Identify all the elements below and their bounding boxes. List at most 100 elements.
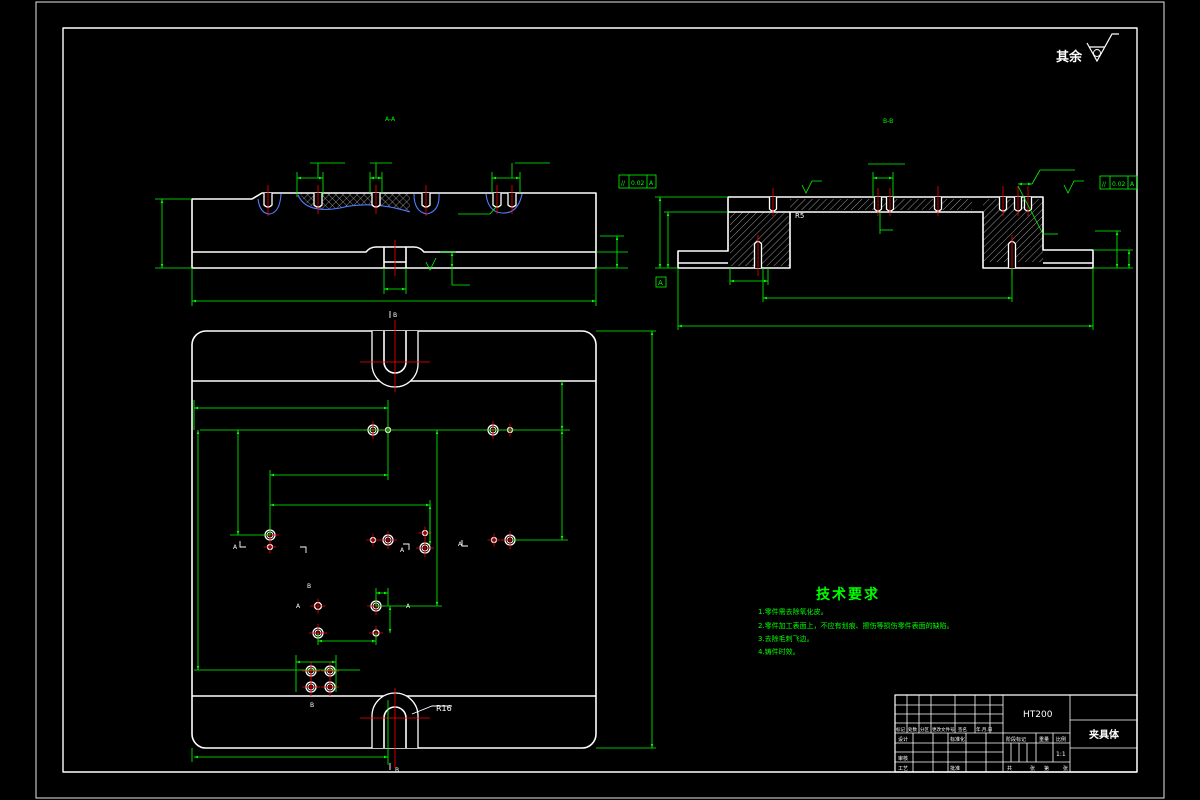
aa-local-section-hatch <box>300 193 410 212</box>
hole-center-mark <box>310 598 326 614</box>
break-line <box>485 193 523 214</box>
roughness-symbol-icon <box>1086 33 1119 63</box>
section-label-aa: A-A <box>385 116 396 123</box>
aa-break-lines <box>257 193 523 215</box>
header-cell: 分区 <box>920 726 929 733</box>
role-design: 设计 <box>898 736 908 743</box>
roughness-note-text: 其余 <box>1056 49 1083 65</box>
break-line <box>297 194 411 213</box>
tech-requirement-item: 4.铸件时效。 <box>758 647 800 656</box>
plan-outline <box>191 330 597 749</box>
extension-line <box>1031 169 1041 185</box>
section-marker: A <box>296 603 301 610</box>
pin-hole <box>263 540 277 554</box>
section-marker: B <box>395 767 399 774</box>
section-label-bb: B-B <box>883 118 893 125</box>
section-cut-marks: A A A A A B B B B <box>233 311 468 774</box>
tolerance-value: 0.02 <box>631 180 645 187</box>
stage-mark-header: 阶段标记 <box>1006 736 1026 743</box>
tolerance-symbol: // <box>1102 181 1107 188</box>
hole-center-mark <box>379 531 397 549</box>
outer-border <box>35 1 1165 799</box>
bb-flange-lines <box>678 211 1093 264</box>
tolerance-frame-box <box>1099 175 1138 190</box>
hole-center-mark <box>416 539 434 557</box>
hole-center-mark <box>487 533 501 547</box>
counterbored-hole <box>416 539 434 557</box>
bb-roughness-symbol-icon <box>1063 180 1084 194</box>
counterbored-hole <box>302 662 320 680</box>
hole-center-mark <box>263 540 277 554</box>
tolerance-datum: A <box>1130 181 1135 188</box>
section-marker: A <box>400 547 405 554</box>
plan-view: A A A A A B B B B R16 <box>191 311 597 774</box>
header-cell: 更改文件号 <box>932 726 955 733</box>
sheet-unit-label: 张 <box>1030 765 1035 772</box>
sheet-total-label: 共 <box>1007 765 1012 772</box>
sheet-index-label: 第 <box>1044 765 1049 772</box>
datum-box: A <box>655 276 667 288</box>
title-block: HT200 夹具体 标记 处数 分区 更改文件号 签名 年.月.日 设计 标准化… <box>894 694 1138 773</box>
aa-roughness-symbol-icon <box>425 257 437 271</box>
scale-header: 比例 <box>1056 736 1066 743</box>
section-marker: A <box>233 544 238 551</box>
section-view-bb: R5 <box>677 180 1094 269</box>
pin-hole <box>487 533 501 547</box>
hole-center-mark <box>302 662 320 680</box>
center-lines <box>267 185 1029 768</box>
technical-requirements: 技术要求 1.零件需去除氧化皮。 2.零件加工表面上，不应有划痕、擦伤等损伤零件… <box>758 586 954 656</box>
hole-center-mark <box>418 526 432 540</box>
section-marker: B <box>310 702 314 709</box>
weight-header: 重量 <box>1039 736 1049 743</box>
tech-requirement-item: 1.零件需去除氧化皮。 <box>758 607 828 616</box>
tolerance-symbol: // <box>621 180 626 187</box>
tech-requirement-item: 3.去除毛刺飞边。 <box>758 634 814 643</box>
radius-label: R16 <box>436 704 452 713</box>
scale-value: 1:1 <box>1056 751 1066 758</box>
aa-base-line <box>192 246 596 253</box>
bb-radius-label: R5 <box>795 212 804 220</box>
role-review: 审核 <box>898 755 908 762</box>
dimension-lines <box>155 162 1133 765</box>
section-marker: A <box>458 541 463 548</box>
header-cell: 年.月.日 <box>976 726 992 733</box>
section-view-aa <box>191 192 597 271</box>
section-marker: A <box>406 603 411 610</box>
role-standardize: 标准化 <box>950 736 965 743</box>
radius-leader-line <box>411 705 452 715</box>
datum-box-frame <box>655 276 667 288</box>
break-line <box>413 193 440 215</box>
tolerance-datum: A <box>649 180 654 187</box>
material-label: HT200 <box>1023 710 1053 720</box>
part-name-label: 夹具体 <box>1089 728 1120 741</box>
break-line <box>257 193 282 215</box>
general-roughness-note: 其余 <box>1056 33 1119 65</box>
header-cell: 签名 <box>958 726 967 733</box>
role-process: 工艺 <box>898 766 908 772</box>
plan-holes <box>261 421 519 696</box>
section-marker: B <box>307 583 311 590</box>
tolerance-frame-box <box>618 174 657 189</box>
tolerance-frame-left: // 0.02 A <box>618 174 657 189</box>
tolerance-value: 0.02 <box>1112 181 1126 188</box>
drawing-frame <box>62 27 1138 773</box>
header-cell: 标记 <box>896 726 905 733</box>
section-cut-symbol <box>239 311 468 770</box>
extension-line <box>1017 185 1044 235</box>
roughness-symbol-circle <box>1093 49 1101 57</box>
bb-hatch-left-block <box>730 212 790 266</box>
bb-roughness-symbol-icon <box>801 180 822 194</box>
title-block-grid <box>895 695 1137 772</box>
datum-box-label: A <box>658 279 663 287</box>
extension-line <box>489 205 498 215</box>
tolerance-frame-right: // 0.02 A <box>1099 175 1138 190</box>
tech-requirements-title: 技术要求 <box>816 586 880 603</box>
title-block-frame <box>894 694 1138 773</box>
sheet-unit-label: 张 <box>1063 765 1068 772</box>
pin-hole <box>366 533 380 547</box>
section-marker: B <box>393 312 397 319</box>
header-cell: 处数 <box>908 726 917 733</box>
role-approve: 批准 <box>950 765 960 772</box>
hole-center-mark <box>366 533 380 547</box>
